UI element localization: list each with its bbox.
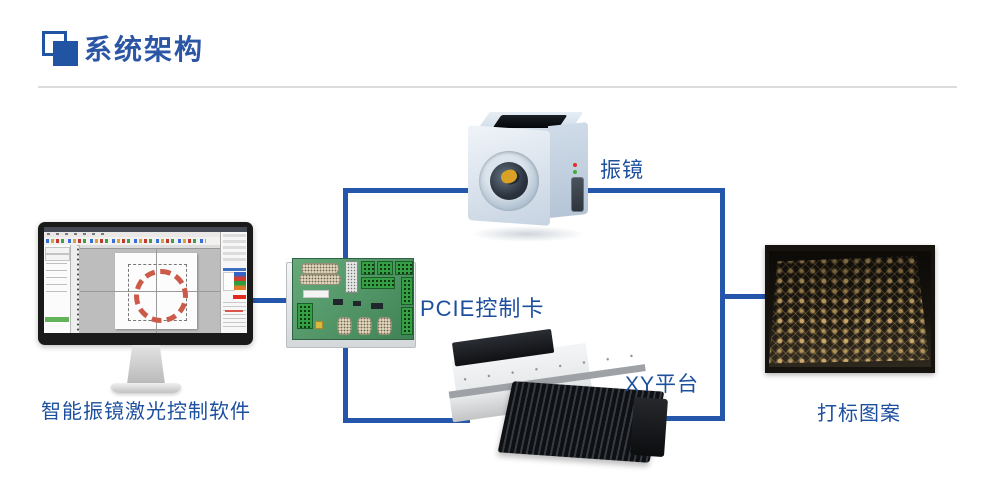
- pcie-ic-chip: [371, 303, 383, 309]
- connector-to-xy-left: [343, 418, 470, 423]
- label-software: 智能振镜激光控制软件: [41, 401, 251, 423]
- pcie-db25-connector: [301, 263, 339, 274]
- label-galvo: 振镜: [600, 159, 644, 182]
- pcie-db-connector: [377, 317, 392, 335]
- pcie-db-connector: [357, 317, 372, 335]
- label-pattern: 打标图案: [817, 403, 901, 425]
- connector-pcie-bottom-vertical: [343, 344, 348, 423]
- pcie-ic-chip: [353, 301, 361, 306]
- pcie-card-photo: [292, 258, 414, 340]
- pcie-label-sticker: [303, 290, 329, 298]
- pcie-terminal-block: [401, 277, 413, 305]
- monitor-stand-neck: [127, 345, 165, 384]
- title-marker-filled-square-icon: [53, 41, 78, 66]
- software-active-color-swatch: [233, 295, 246, 299]
- monitor-bezel: [38, 222, 253, 345]
- software-toolbar-icons: [46, 239, 206, 243]
- xy-stage-end-cap: [630, 396, 668, 458]
- pcie-vertical-connector: [345, 261, 358, 293]
- connector-xy-right: [658, 416, 725, 421]
- software-titlebar: [44, 227, 247, 232]
- software-tool-strip: [71, 245, 80, 333]
- software-left-panel-row: [45, 254, 70, 261]
- software-parameter-highlight: [225, 310, 243, 312]
- connector-monitor-to-pcie: [248, 298, 292, 303]
- software-canvas: [80, 245, 220, 333]
- monitor-stand-base: [111, 383, 181, 393]
- galvo-green-led: [573, 170, 577, 174]
- software-left-panel-selected-row: [45, 317, 69, 322]
- software-color-swatches: [234, 272, 246, 290]
- pcie-component: [315, 321, 323, 329]
- connector-pcie-top-vertical: [343, 190, 348, 260]
- pcie-terminal-block: [297, 303, 313, 329]
- header-divider: [38, 86, 957, 88]
- software-menubar: [44, 232, 247, 237]
- marked-pattern-shading: [769, 251, 931, 367]
- pcie-terminal-block: [401, 307, 413, 335]
- connector-to-galvo-left: [343, 188, 472, 193]
- software-right-panel-header: [223, 268, 246, 271]
- label-xy: XY平台: [625, 373, 700, 396]
- connector-right-vertical-bus: [720, 188, 725, 421]
- connector-galvo-right: [582, 188, 725, 193]
- pcie-ic-chip: [333, 299, 343, 305]
- software-parameter-rows: [223, 302, 246, 328]
- monitor-screen: [44, 227, 247, 333]
- pcie-terminal-block: [361, 277, 395, 289]
- software-right-panel-fields: [223, 234, 246, 264]
- label-pcie: PCIE控制卡: [420, 296, 545, 321]
- pcie-terminal-block: [361, 261, 375, 275]
- marked-pattern-photo: [765, 245, 935, 373]
- pcie-terminal-block: [395, 261, 413, 275]
- pcie-terminal-block: [377, 261, 393, 275]
- software-right-panel: [220, 232, 247, 333]
- galvo-red-led: [573, 163, 577, 167]
- connector-stub-to-pattern: [722, 294, 765, 299]
- galvo-connector: [571, 177, 584, 212]
- galvo-shadow: [470, 226, 585, 242]
- marked-pattern-ornament: [769, 255, 930, 364]
- page-title: 系统架构: [84, 34, 205, 65]
- software-left-panel: [44, 245, 71, 333]
- pcie-db25-connector: [299, 274, 341, 285]
- software-circular-text-artwork: [134, 269, 188, 323]
- software-left-panel-row: [45, 247, 70, 254]
- software-left-panel-list: [46, 263, 67, 293]
- pcie-db-connector: [337, 317, 352, 335]
- software-ruler: [80, 245, 220, 249]
